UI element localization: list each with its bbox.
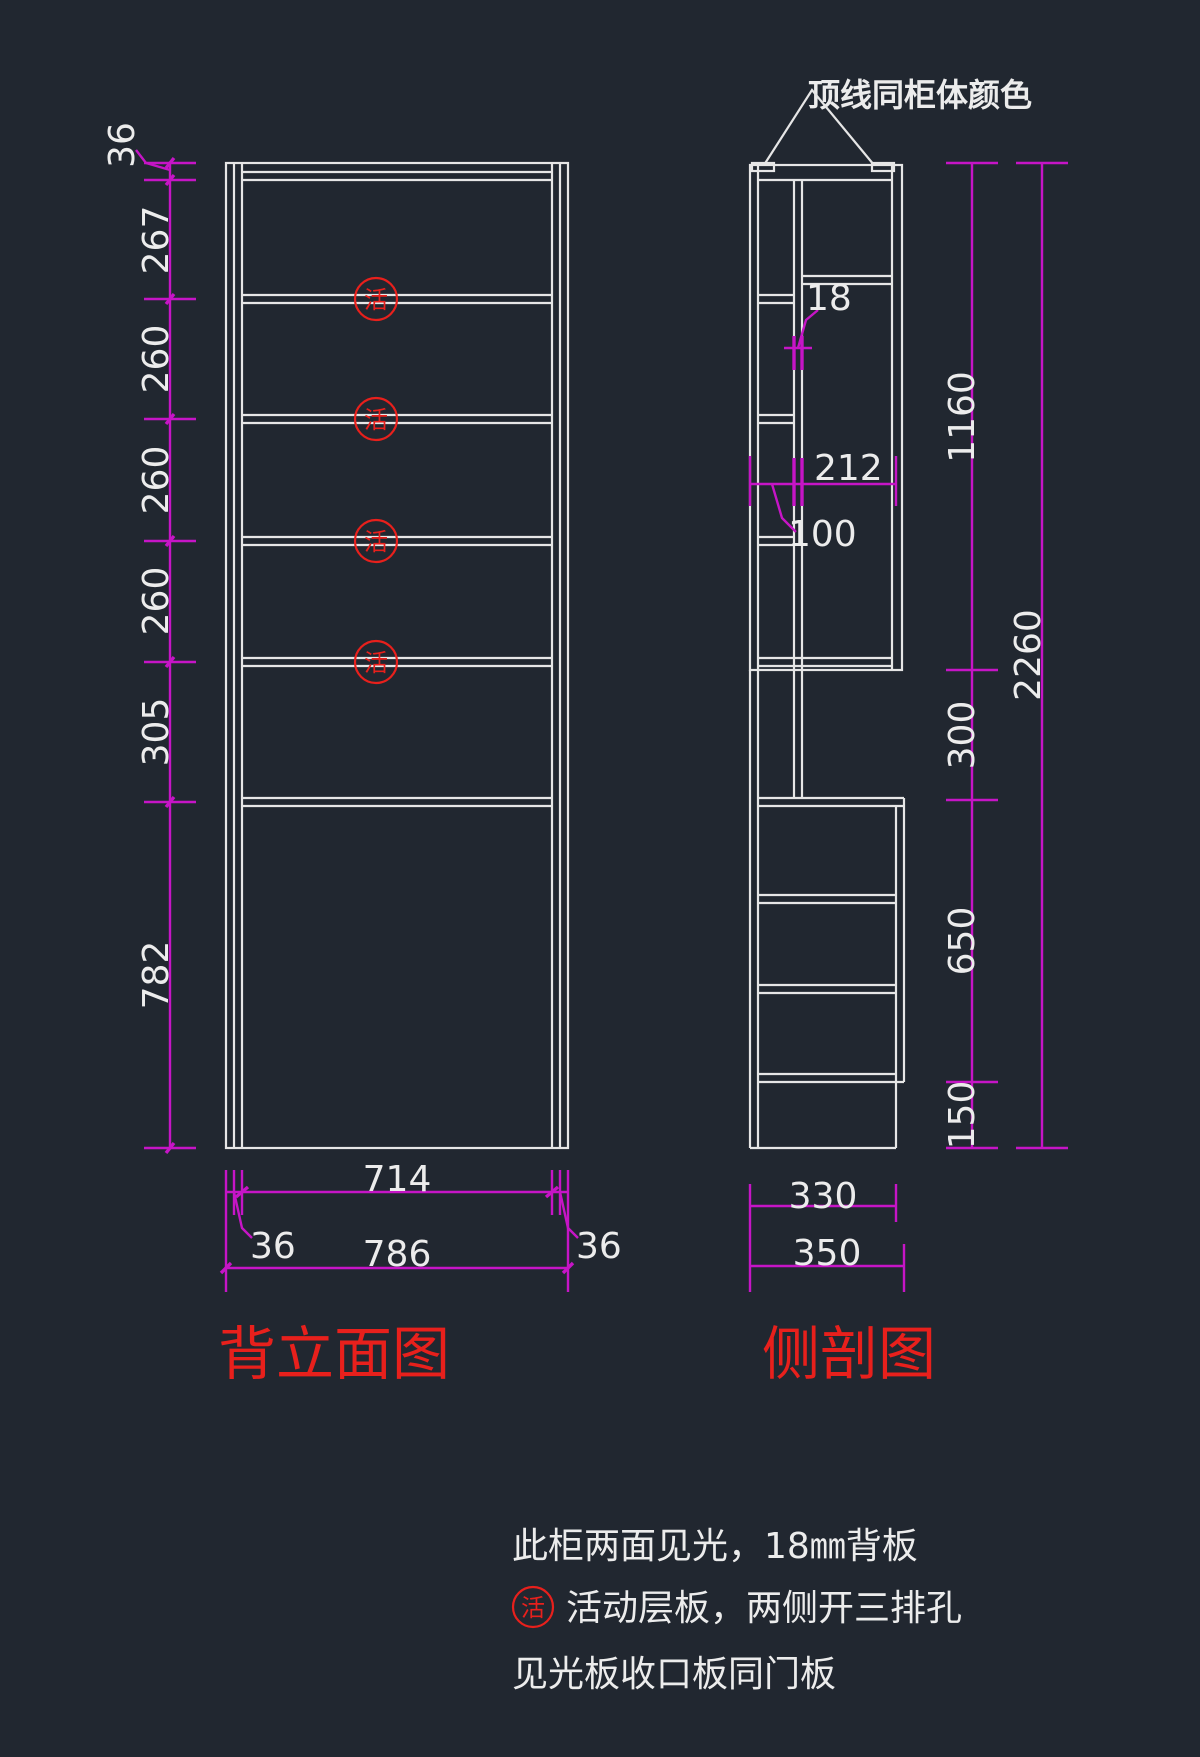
back-elevation-view: 活 活 活 活	[102, 122, 622, 1388]
movable-shelf-legend-marker: 活	[511, 1585, 555, 1629]
svg-text:活: 活	[364, 649, 388, 677]
top-trim-leader	[750, 88, 896, 173]
back-height-260: 260	[136, 325, 177, 394]
side-height-300: 300	[942, 701, 983, 770]
back-width-714: 714	[363, 1159, 432, 1200]
side-height-1160: 1160	[942, 371, 983, 463]
back-height-267: 267	[136, 206, 177, 275]
back-height-305: 305	[136, 698, 177, 767]
side-depth-dimensions	[748, 1184, 906, 1292]
side-height-650: 650	[942, 907, 983, 976]
movable-shelf-marker: 活	[353, 396, 399, 442]
back-side-36-left: 36	[250, 1226, 296, 1267]
movable-shelf-marker: 活	[353, 639, 399, 685]
side-height-dimension-chain	[946, 161, 1068, 1150]
back-width-dimensions	[219, 1170, 579, 1292]
back-height-260: 260	[136, 446, 177, 515]
back-width-786: 786	[363, 1234, 432, 1275]
back-elevation-title: 背立面图	[218, 1320, 450, 1388]
top-trim-note: 顶线同柜体颜色	[808, 76, 1032, 114]
back-height-dimension-chain	[135, 149, 196, 1155]
side-depth-350: 350	[793, 1233, 862, 1274]
shelf	[242, 796, 552, 808]
side-depth-330: 330	[789, 1176, 858, 1217]
note-line-2: 活动层板，两侧开三排孔	[566, 1588, 962, 1629]
back-height-260: 260	[136, 567, 177, 636]
notes-block: 此柜两面见光，18㎜背板 活 活动层板，两侧开三排孔 见光板收口板同门板	[511, 1526, 962, 1695]
svg-text:活: 活	[364, 286, 388, 314]
side-lower-cabinet	[748, 670, 906, 1150]
svg-text:活: 活	[364, 528, 388, 556]
movable-shelf-marker: 活	[353, 276, 399, 322]
movable-shelf-marker: 活	[353, 518, 399, 564]
side-height-150: 150	[942, 1081, 983, 1150]
back-height-top-36: 36	[102, 122, 143, 168]
back-elevation-shelves	[242, 293, 552, 808]
back-height-782: 782	[136, 941, 177, 1010]
svg-text:活: 活	[364, 406, 388, 434]
side-depth-212: 212	[814, 448, 883, 489]
side-height-total-2260: 2260	[1008, 609, 1049, 701]
side-section-title: 侧剖图	[762, 1320, 936, 1388]
back-elevation-frame	[224, 161, 570, 1150]
side-inner-dimensions	[748, 309, 898, 533]
note-line-3: 见光板收口板同门板	[512, 1654, 836, 1695]
svg-text:活: 活	[521, 1594, 545, 1622]
side-depth-100: 100	[788, 514, 857, 555]
board-thickness-18: 18	[806, 278, 852, 319]
side-section-view: 顶线同柜体颜色	[748, 76, 1068, 1388]
note-line-1: 此柜两面见光，18㎜背板	[512, 1526, 918, 1567]
back-side-36-right: 36	[576, 1226, 622, 1267]
